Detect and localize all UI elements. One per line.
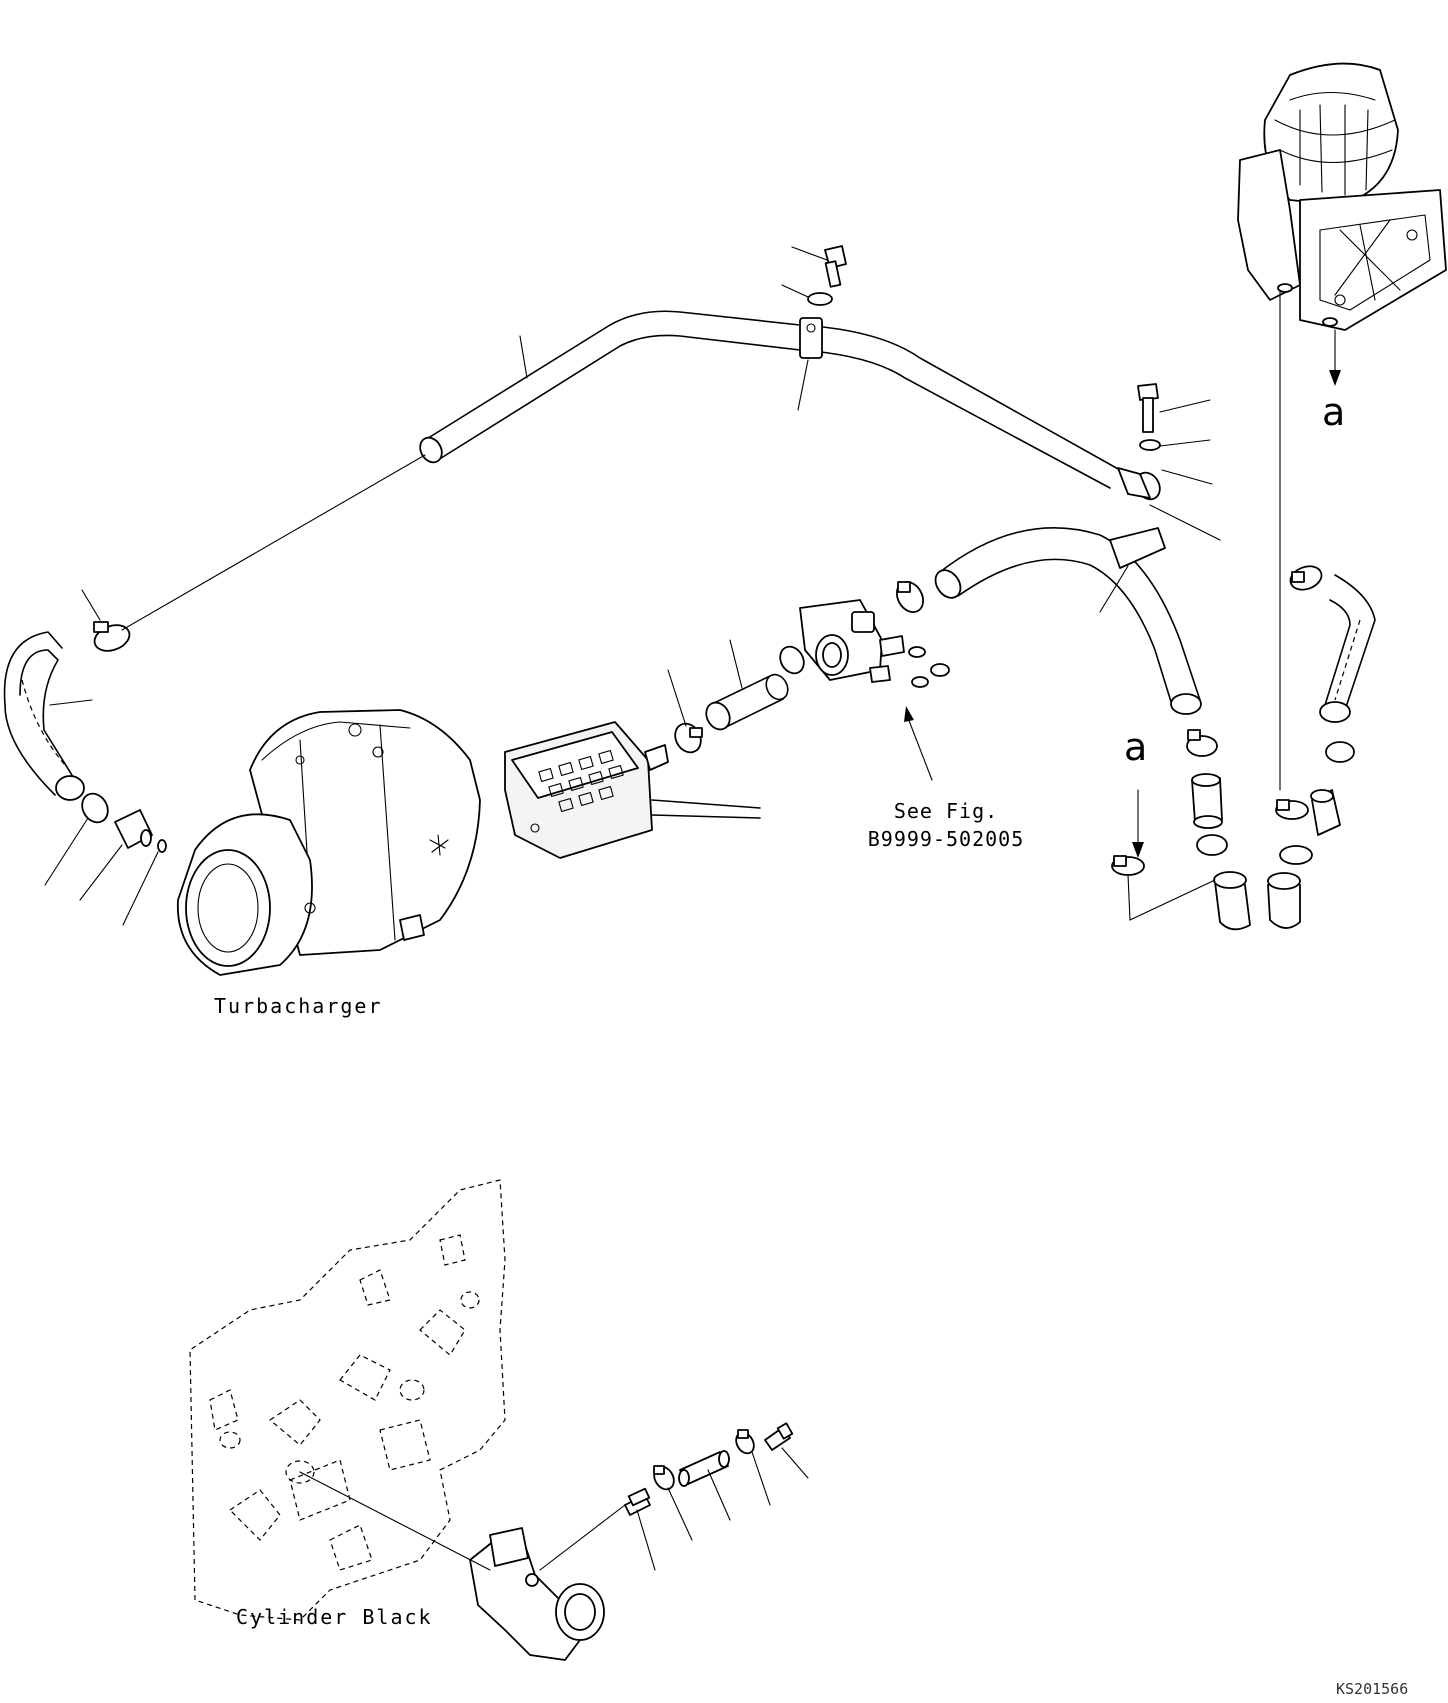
bottom-small-parts [624,1422,809,1571]
cylinder-block [189,1179,506,1621]
turbocharger-label: Turbacharger [214,994,383,1018]
tube-clamp [797,317,823,411]
valve-block [779,599,950,781]
view-a-marker-bottom: a [1124,725,1148,769]
curved-pipe [934,527,1202,715]
hose-clamp-sensor [667,669,703,754]
see-fig-reference: See Fig. B9999-502005 [866,797,1026,853]
hose-clamp-left [81,454,426,652]
cylinder-block-label: Cylinder Black [236,1605,433,1629]
turbocharger [176,709,481,976]
bent-hose-left [3,631,93,801]
view-a-marker-top: a [1322,390,1346,434]
turbo-fittings [44,792,167,926]
breather-housing [1237,62,1447,791]
view-a-parts [1111,729,1355,931]
sensor-module [504,721,761,859]
see-fig-line1: See Fig. [893,799,999,823]
hose-clamp-mid [895,581,925,613]
bolt-right [1137,383,1213,485]
bolt-top [781,245,847,306]
see-fig-line2: B9999-502005 [867,827,1025,851]
short-hose [705,639,789,731]
right-hose [1149,504,1376,723]
drawing-code: KS201566 [1336,1680,1409,1698]
elbow-fitting [299,1471,626,1661]
breather-tube [419,310,1161,501]
